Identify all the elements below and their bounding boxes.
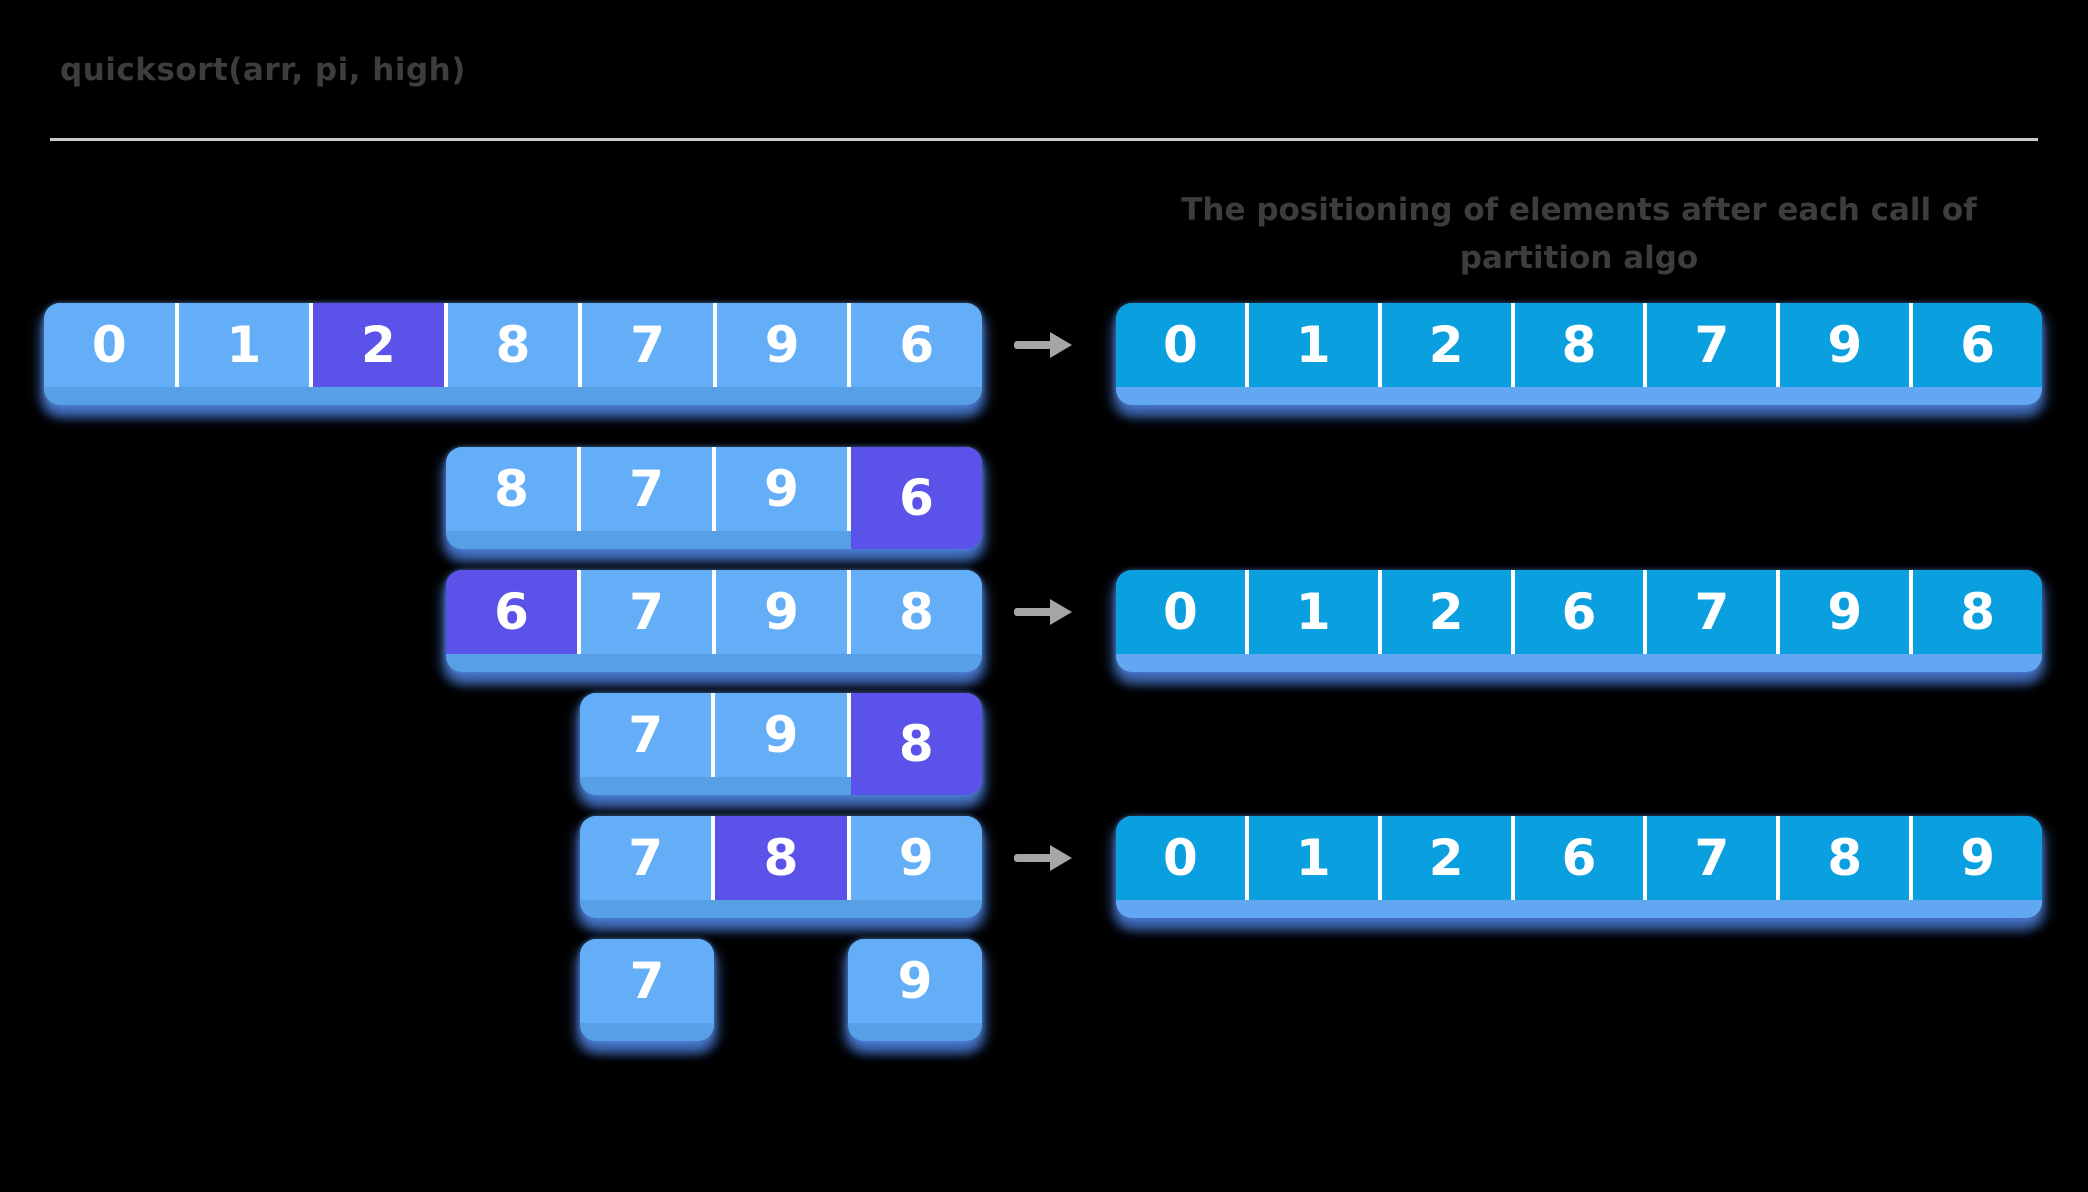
pivot-cell: 6: [446, 570, 581, 654]
pivot-cell: 2: [313, 303, 448, 387]
array-cell: 0: [44, 303, 179, 387]
array-cell: 9: [716, 303, 852, 387]
arrow-right-icon: [1014, 845, 1072, 871]
arrow-head: [1050, 332, 1072, 358]
array-cell: 8: [446, 447, 581, 531]
array-cell: 9: [1913, 816, 2042, 900]
right-column-heading-line1: The positioning of elements after each c…: [1181, 192, 1977, 228]
array-cell: 8: [447, 303, 583, 387]
array-cell: 7: [1647, 570, 1781, 654]
array-cell: 8: [1514, 303, 1648, 387]
array-cell: 9: [716, 447, 851, 531]
array-cell: 7: [581, 570, 716, 654]
array-cell: 9: [850, 816, 982, 900]
left-array-row-6: 9: [848, 939, 982, 1041]
array-cell: 2: [1381, 303, 1515, 387]
right-column-heading: The positioning of elements after each c…: [1109, 186, 2049, 282]
array-cell: 1: [178, 303, 314, 387]
arrow-head: [1050, 845, 1072, 871]
array-cell: 8: [1913, 570, 2042, 654]
arrow-shaft: [1014, 854, 1052, 862]
array-cell: 1: [1248, 570, 1382, 654]
pivot-cell: 8: [715, 816, 851, 900]
array-cell: 6: [1514, 570, 1648, 654]
pivot-cell: 8: [850, 693, 982, 795]
array-cell: 7: [581, 447, 716, 531]
left-array-row-6: 7: [580, 939, 714, 1041]
array-cell: 9: [715, 693, 851, 777]
array-cell: 7: [580, 816, 716, 900]
array-cell: 7: [1647, 816, 1781, 900]
array-cell: 7: [580, 939, 714, 1023]
array-cell: 8: [851, 570, 982, 654]
array-cell: 2: [1381, 816, 1515, 900]
array-cell: 7: [1647, 303, 1781, 387]
array-cell: 2: [1381, 570, 1515, 654]
arrow-head: [1050, 599, 1072, 625]
array-cell: 9: [848, 939, 982, 1023]
arrow-shaft: [1014, 608, 1052, 616]
array-cell: 0: [1116, 570, 1249, 654]
arrow-right-icon: [1014, 332, 1072, 358]
pivot-cell: 6: [851, 447, 982, 549]
array-cell: 1: [1248, 816, 1382, 900]
array-cell: 8: [1780, 816, 1914, 900]
array-cell: 6: [1514, 816, 1648, 900]
array-cell: 7: [580, 693, 716, 777]
array-cell: 9: [716, 570, 851, 654]
array-cell: 1: [1248, 303, 1382, 387]
array-cell: 9: [1780, 570, 1914, 654]
array-cell: 9: [1780, 303, 1914, 387]
arrow-right-icon: [1014, 599, 1072, 625]
array-cell: 6: [851, 303, 982, 387]
divider-line: [50, 138, 2038, 141]
function-call-title: quicksort(arr, pi, high): [60, 52, 466, 88]
array-cell: 0: [1116, 303, 1249, 387]
array-cell: 7: [582, 303, 717, 387]
right-column-heading-line2: partition algo: [1459, 240, 1699, 276]
array-cell: 6: [1913, 303, 2042, 387]
arrow-shaft: [1014, 341, 1052, 349]
array-cell: 0: [1116, 816, 1249, 900]
